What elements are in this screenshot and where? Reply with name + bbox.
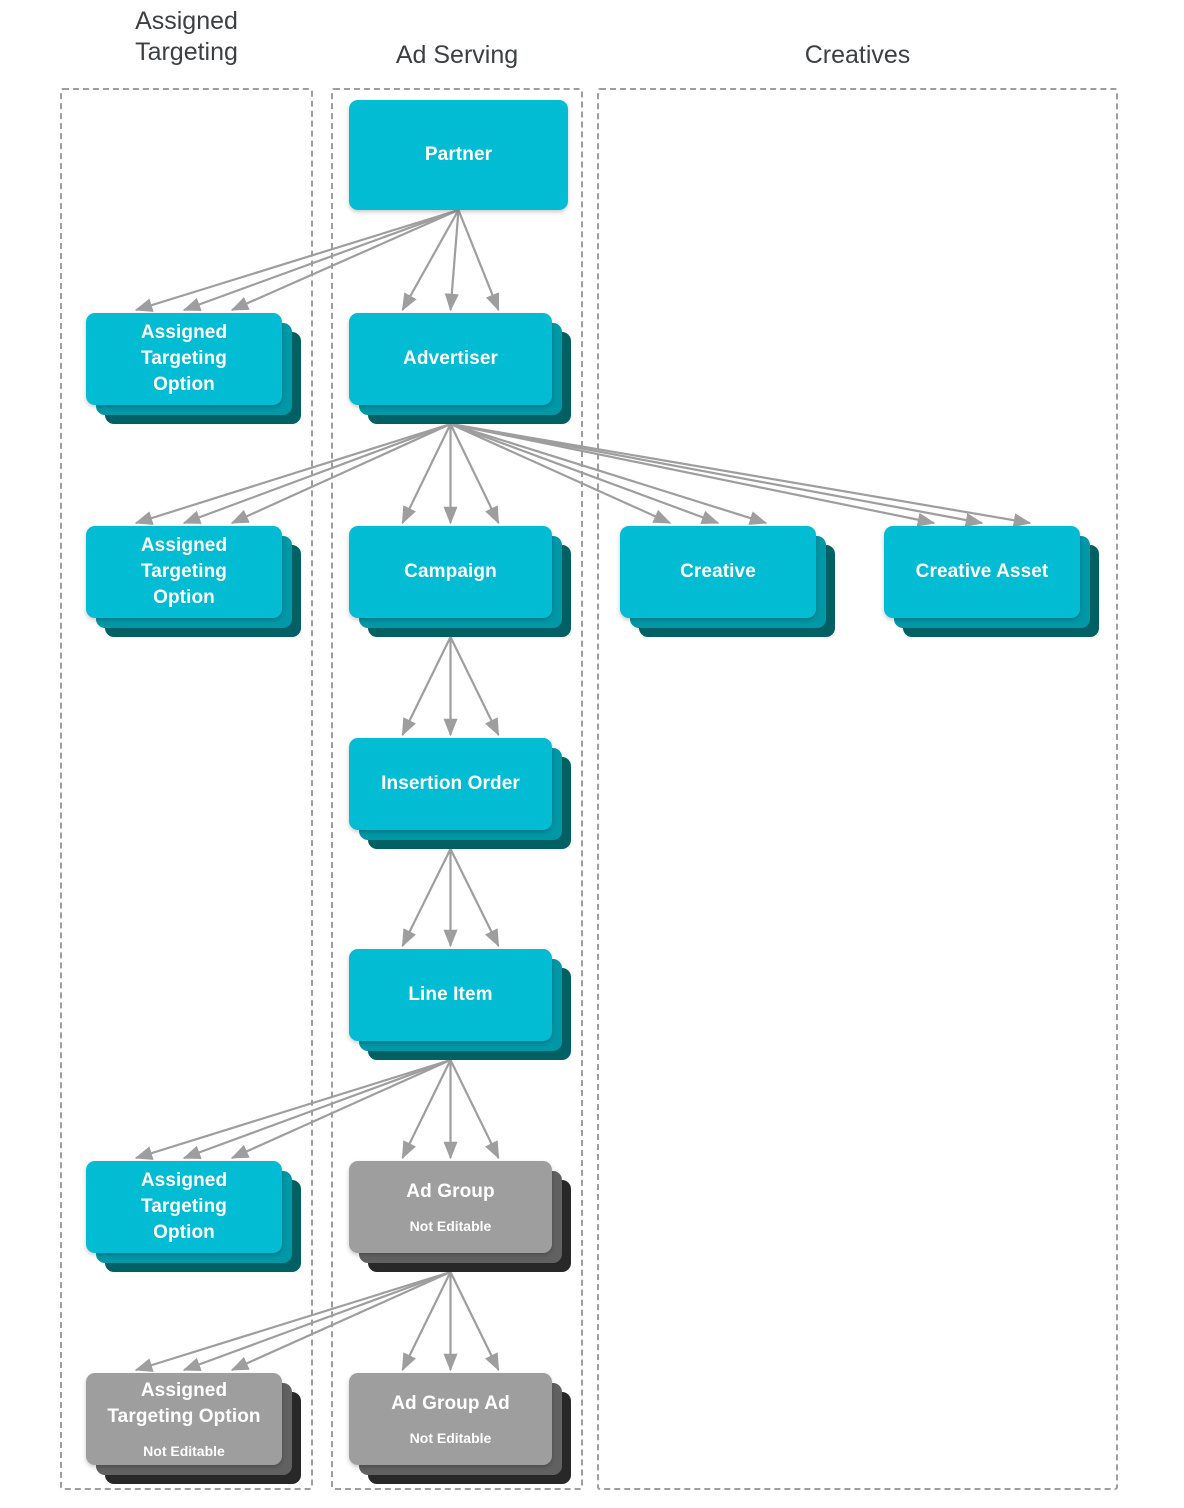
node-label: Campaign [404,561,497,582]
node-label: Creative [680,561,756,582]
node-label: Partner [424,144,493,165]
node-card-line-item[interactable]: Line Item [349,949,552,1041]
node-partner[interactable]: Partner [349,100,568,210]
node-label: Line Item [408,984,493,1005]
column-header-creatives: Creatives [597,40,1118,71]
node-creative-asset[interactable]: Creative Asset [884,526,1099,637]
node-card-advertiser[interactable]: Advertiser [349,313,552,405]
node-creative[interactable]: Creative [620,526,835,637]
node-sublabel: Not Editable [143,1443,225,1459]
node-card-creative[interactable]: Creative [620,526,816,618]
node-sublabel: Not Editable [409,1218,492,1234]
node-label: Ad Group [406,1181,495,1202]
column-header-assigned-targeting: Assigned Targeting [60,6,313,68]
lane-assigned-targeting [60,88,313,1490]
node-label: Creative Asset [915,561,1049,582]
column-header-line-2: Targeting [135,38,238,66]
node-insertion-order[interactable]: Insertion Order [349,738,571,849]
node-card-campaign[interactable]: Campaign [349,526,552,618]
column-header-line-1: Creatives [804,41,911,69]
lane-ad-serving [331,88,583,1490]
column-header-line-1: Assigned [135,7,238,35]
node-sublabel: Not Editable [409,1430,492,1446]
column-header-ad-serving: Ad Serving [331,40,583,71]
node-advertiser[interactable]: Advertiser [349,313,571,424]
node-line-item[interactable]: Line Item [349,949,571,1060]
node-label: Advertiser [403,348,498,369]
node-card-ad-group-ad[interactable]: Ad Group Ad Not Editable [349,1373,552,1465]
node-campaign[interactable]: Campaign [349,526,571,637]
column-header-line-1: Ad Serving [395,41,519,69]
node-card-insertion-order[interactable]: Insertion Order [349,738,552,830]
node-card-creative-asset[interactable]: Creative Asset [884,526,1080,618]
node-ad-group-ad[interactable]: Ad Group Ad Not Editable [349,1373,571,1484]
node-card-partner[interactable]: Partner [349,100,568,210]
lane-creatives [597,88,1118,1490]
node-label: Insertion Order [381,773,520,794]
node-label: Ad Group Ad [391,1393,510,1414]
